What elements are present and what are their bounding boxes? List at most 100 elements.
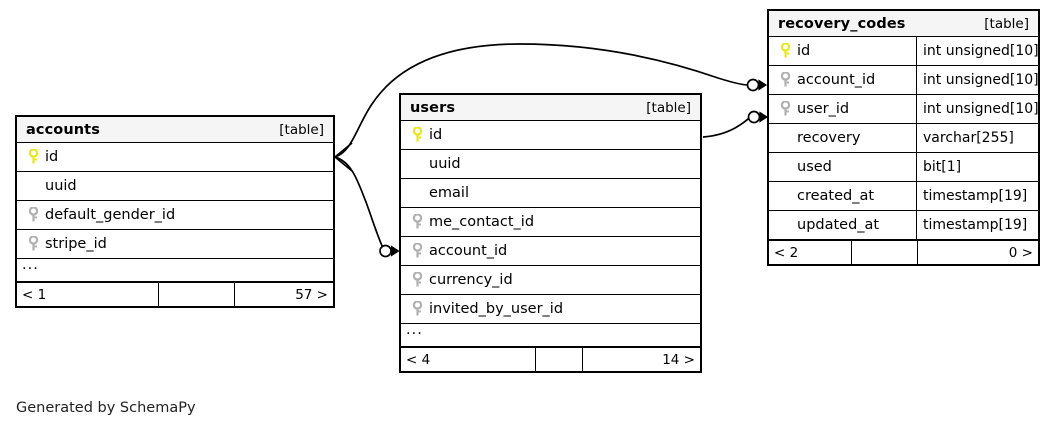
table-row[interactable]: updated_at timestamp[19]: [769, 211, 1038, 240]
table-row[interactable]: currency_id: [401, 266, 700, 295]
column-name: id: [429, 127, 443, 143]
column-cell: id: [17, 143, 333, 171]
table-header-recovery-codes: recovery_codes [table]: [769, 11, 1038, 37]
table-row[interactable]: account_id int unsigned[10]: [769, 66, 1039, 95]
column-name: uuid: [45, 178, 77, 194]
more-columns-label: ...: [22, 257, 39, 273]
more-columns-indicator: ...: [401, 322, 700, 347]
column-type: varchar[255]: [916, 124, 1038, 152]
foreign-key-icon: [408, 300, 427, 318]
column-cell: uuid: [401, 150, 700, 178]
table-row[interactable]: stripe_id: [17, 230, 333, 259]
footer-children-count[interactable]: 14 >: [662, 351, 695, 368]
column-cell: default_gender_id: [17, 201, 333, 229]
footer-parents-count[interactable]: < 1: [17, 283, 160, 306]
column-cell: recovery: [769, 124, 916, 152]
table-row[interactable]: created_at timestamp[19]: [769, 182, 1038, 211]
column-name: account_id: [797, 72, 876, 88]
primary-key-icon: [408, 126, 427, 144]
column-type: timestamp[19]: [916, 211, 1038, 239]
column-cell: updated_at: [769, 211, 916, 239]
column-name: uuid: [429, 156, 461, 172]
table-accounts[interactable]: accounts [table] id uuid default_ge: [15, 115, 335, 308]
column-name: me_contact_id: [429, 214, 535, 230]
column-cell: invited_by_user_id: [401, 295, 700, 323]
terminator-recovery-codes-account-id: [746, 78, 768, 92]
column-name: email: [429, 185, 469, 201]
primary-key-icon: [776, 42, 795, 60]
table-row[interactable]: default_gender_id: [17, 201, 333, 230]
column-cell: account_id: [401, 237, 700, 265]
footer-parents-count[interactable]: < 2: [769, 241, 853, 264]
foreign-key-icon: [24, 206, 43, 224]
table-row[interactable]: recovery varchar[255]: [769, 124, 1038, 153]
table-row[interactable]: uuid: [17, 172, 333, 201]
column-cell: id: [769, 37, 916, 65]
footer-middle: [536, 348, 584, 371]
footer-children-count[interactable]: 0 >: [1008, 244, 1033, 261]
table-row[interactable]: invited_by_user_id: [401, 295, 700, 324]
terminator-users-account-id: [379, 244, 400, 258]
table-name: recovery_codes: [778, 15, 906, 32]
column-cell: me_contact_id: [401, 208, 700, 236]
column-cell: account_id: [769, 66, 916, 94]
table-tag: [table]: [646, 99, 691, 116]
table-tag: [table]: [279, 121, 324, 138]
column-name: used: [797, 159, 832, 175]
column-name: created_at: [797, 188, 875, 204]
foreign-key-icon: [408, 242, 427, 260]
foreign-key-icon: [408, 271, 427, 289]
foreign-key-icon: [408, 213, 427, 231]
no-key-icon: [776, 129, 795, 147]
column-name: user_id: [797, 101, 850, 117]
table-users[interactable]: users [table] id uuid email: [399, 93, 702, 373]
table-row[interactable]: email: [401, 179, 700, 208]
column-name: stripe_id: [45, 236, 107, 252]
column-type: timestamp[19]: [916, 182, 1038, 210]
column-type: bit[1]: [916, 153, 1038, 181]
table-row[interactable]: used bit[1]: [769, 153, 1038, 182]
column-type: int unsigned[10]: [916, 66, 1039, 94]
footer-children-count[interactable]: 57 >: [295, 286, 328, 303]
table-header-users: users [table]: [401, 95, 700, 121]
column-cell: used: [769, 153, 916, 181]
generated-by-credit: Generated by SchemaPy: [16, 400, 196, 416]
table-row[interactable]: id: [17, 143, 333, 172]
more-columns-label: ...: [406, 322, 423, 338]
no-key-icon: [408, 184, 427, 202]
table-name: users: [410, 99, 456, 116]
table-row[interactable]: account_id: [401, 237, 700, 266]
column-cell: email: [401, 179, 700, 207]
no-key-icon: [408, 155, 427, 173]
crowsfoot-accounts-id: [334, 142, 353, 172]
column-type: int unsigned[10]: [916, 37, 1039, 65]
table-footer-users: < 4 14 >: [401, 347, 700, 371]
table-row[interactable]: uuid: [401, 150, 700, 179]
column-cell: currency_id: [401, 266, 700, 294]
table-row[interactable]: id int unsigned[10]: [769, 37, 1039, 66]
more-columns-indicator: ...: [17, 257, 333, 282]
edge-users-id-to-recovery-codes-user-id: [702, 117, 750, 138]
table-recovery-codes[interactable]: recovery_codes [table] id int unsigned[1…: [767, 9, 1040, 266]
foreign-key-icon: [776, 71, 795, 89]
table-row[interactable]: me_contact_id: [401, 208, 700, 237]
footer-parents-count[interactable]: < 4: [401, 348, 536, 371]
table-tag: [table]: [984, 15, 1029, 32]
table-row[interactable]: user_id int unsigned[10]: [769, 95, 1039, 124]
table-row[interactable]: id: [401, 121, 700, 150]
column-name: invited_by_user_id: [429, 301, 564, 317]
table-name: accounts: [26, 121, 100, 138]
edge-accounts-id-to-users-account-id: [334, 156, 385, 251]
column-name: updated_at: [797, 217, 880, 233]
terminator-recovery-codes-user-id: [747, 110, 769, 124]
table-footer-recovery-codes: < 2 0 >: [769, 240, 1038, 264]
table-header-accounts: accounts [table]: [17, 117, 333, 143]
column-cell: id: [401, 121, 700, 149]
no-key-icon: [776, 216, 795, 234]
column-name: id: [45, 149, 59, 165]
footer-middle: [159, 283, 236, 306]
column-name: id: [797, 43, 811, 59]
primary-key-icon: [24, 148, 43, 166]
footer-middle: [852, 241, 918, 264]
